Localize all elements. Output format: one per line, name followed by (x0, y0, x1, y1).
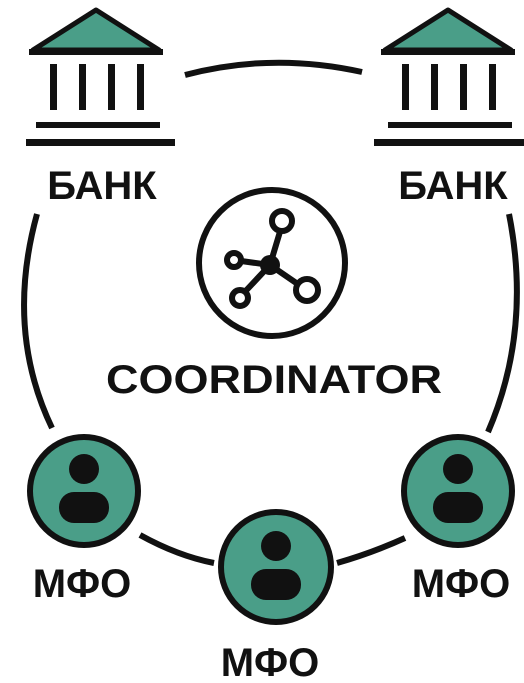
user-icon (433, 454, 483, 523)
connection-mfo-left-mfo-center (138, 532, 215, 566)
connection-bank-bank (184, 59, 363, 78)
user-icon (59, 454, 109, 523)
mfo-left-circle (27, 434, 141, 548)
coordinator-label: COORDINATOR (106, 358, 442, 402)
bank-icon (374, 7, 524, 146)
connection-ring (21, 59, 520, 566)
bank-left-node: БАНК (26, 7, 175, 208)
connection-bank-right-mfo-right (485, 213, 520, 434)
connection-bank-left-mfo-left (21, 213, 55, 430)
mfo-right-label: МФО (412, 562, 511, 606)
mfo-left-label: МФО (33, 562, 132, 606)
mfo-center-circle (218, 509, 334, 625)
network-hub-icon (224, 208, 321, 309)
coordinator-node: COORDINATOR (106, 187, 442, 402)
bank-right-label: БАНК (398, 164, 508, 208)
mfo-left-node: МФО (27, 434, 141, 606)
connection-mfo-center-mfo-right (336, 535, 407, 566)
mfo-center-label: МФО (221, 641, 320, 683)
bank-left-label: БАНК (47, 164, 157, 208)
mfo-center-node: МФО (218, 509, 334, 683)
mfo-right-node: МФО (401, 434, 515, 606)
bank-icon (26, 7, 175, 146)
user-icon (251, 531, 301, 600)
bank-right-node: БАНК (374, 7, 524, 208)
mfo-right-circle (401, 434, 515, 548)
